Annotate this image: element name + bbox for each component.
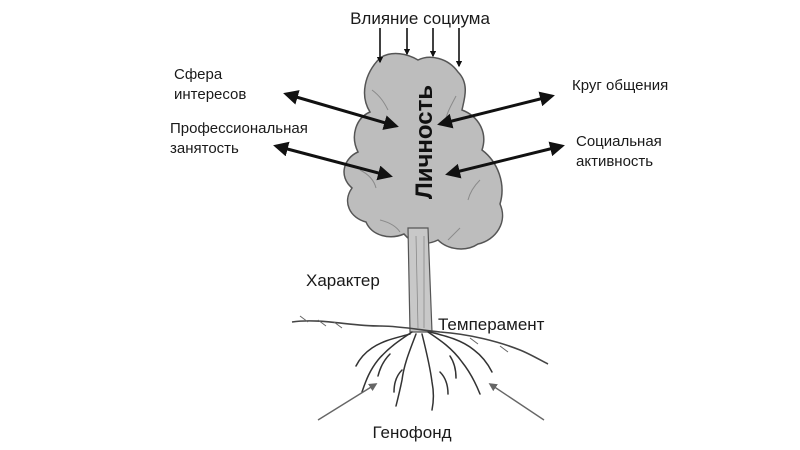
professional-arrow [273, 141, 393, 181]
professional-label-line1: Профессиональная [170, 120, 308, 137]
communication-arrow [437, 91, 555, 129]
ground-line [291, 320, 549, 365]
interests-label-line2: интересов [174, 86, 246, 103]
interests-arrow [283, 90, 399, 130]
social-activity-label-line1: Социальная [576, 133, 662, 150]
roots-icon [355, 331, 493, 411]
professional-label-line2: занятость [170, 140, 239, 157]
genofond-arrows [317, 383, 545, 421]
temperament-label: Темперамент [438, 315, 545, 334]
social-activity-label-line2: активность [576, 153, 653, 170]
character-label: Характер [306, 271, 380, 290]
social-influence-label: Влияние социума [350, 9, 490, 28]
personality-label: Личность [411, 85, 438, 199]
social-influence-arrows [376, 28, 463, 68]
genofond-label: Генофонд [372, 423, 451, 442]
social-activity-arrow [445, 141, 565, 179]
communication-label: Круг общения [572, 77, 668, 94]
interests-label-line1: Сфера [174, 66, 223, 83]
tree-trunk [407, 227, 433, 333]
double-arrows [273, 90, 565, 181]
